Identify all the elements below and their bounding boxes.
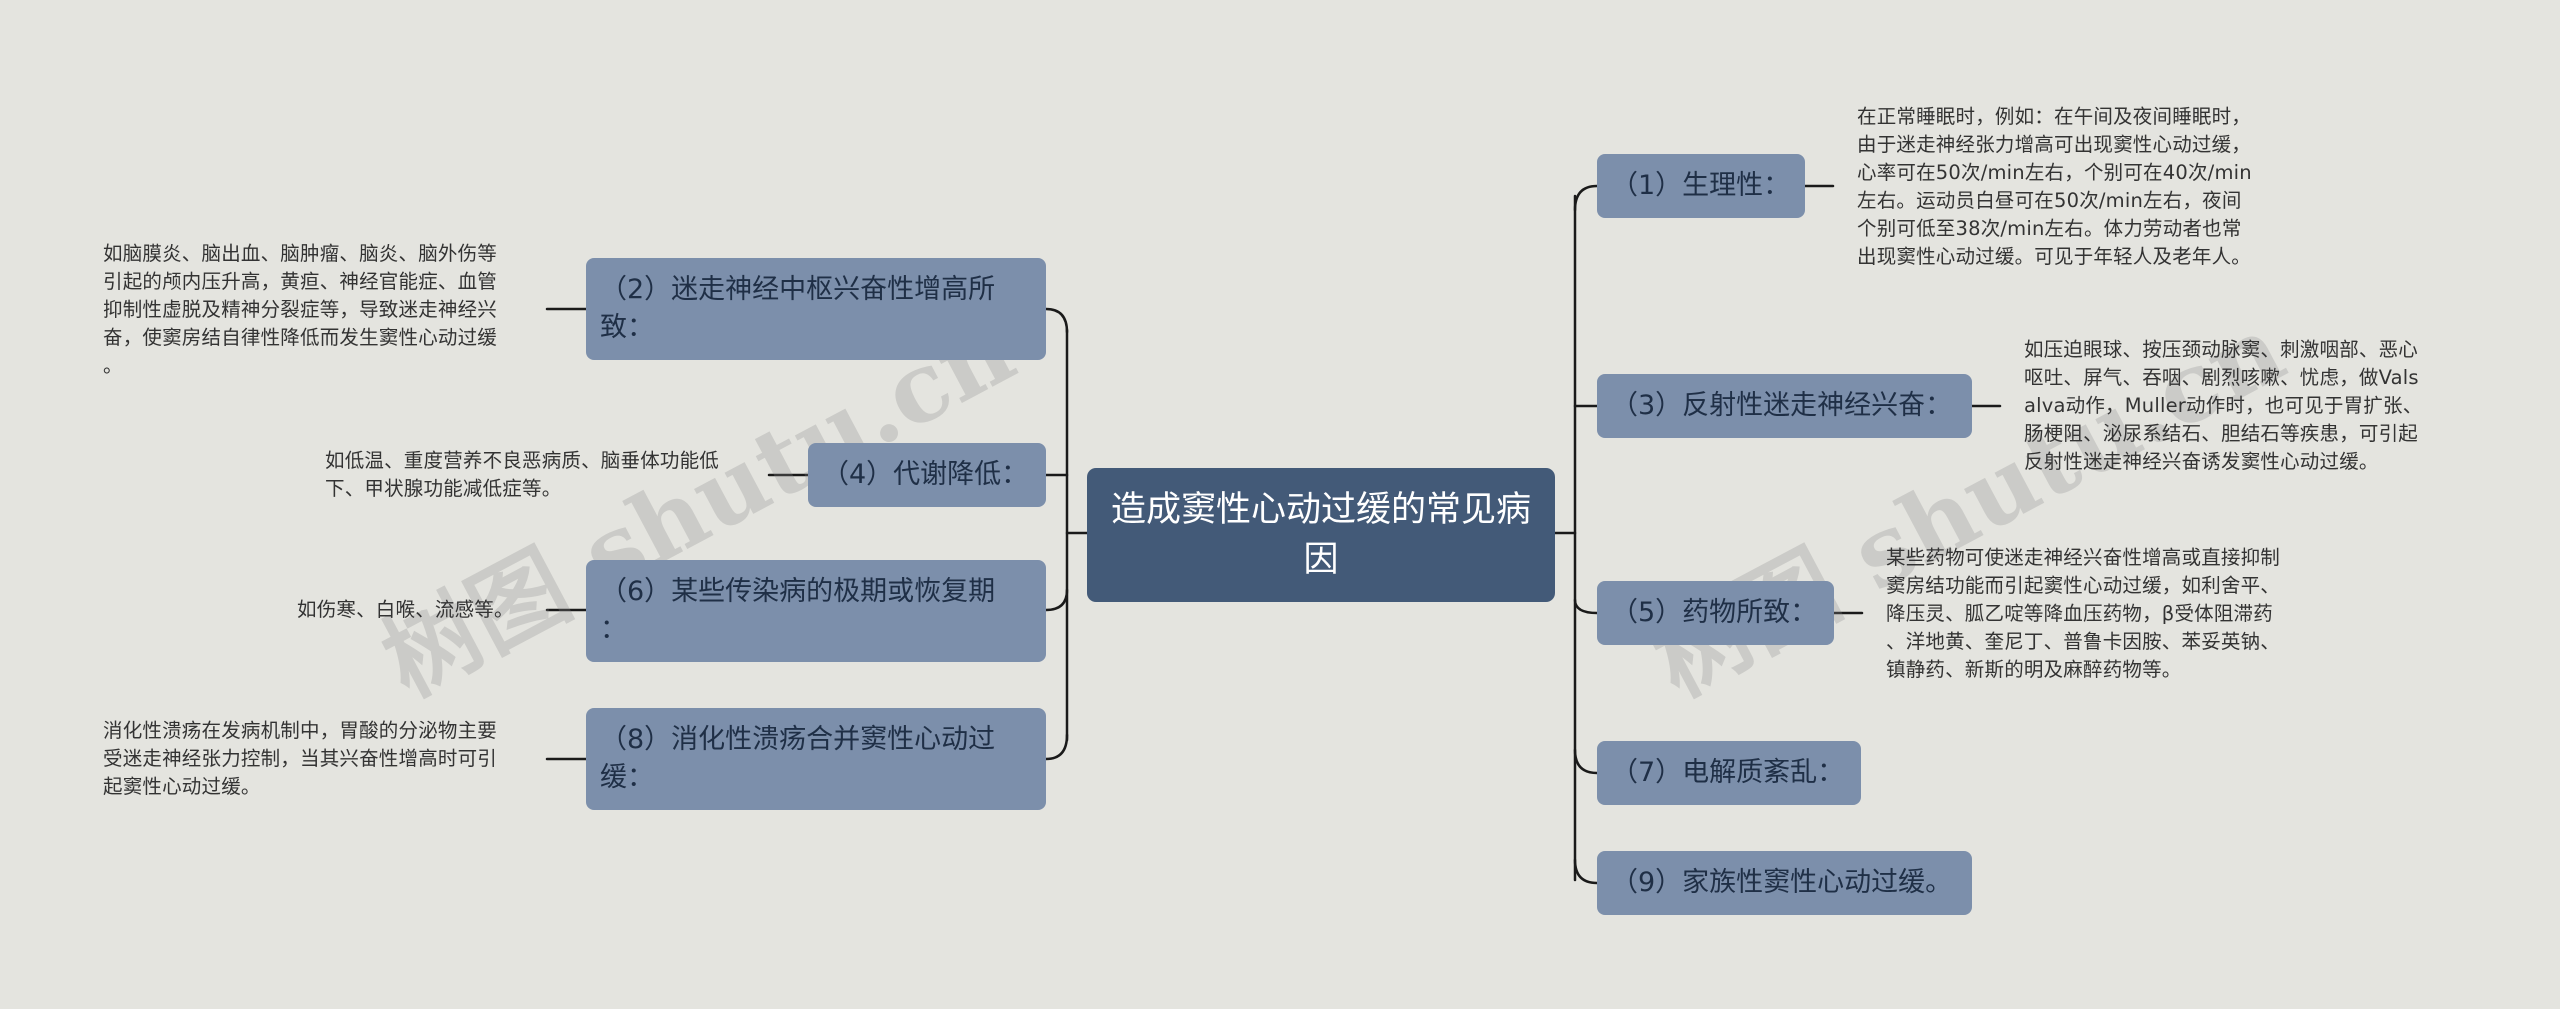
branch-node-2[interactable]: （2）迷走神经中枢兴奋性增高所 致： [586, 258, 1046, 360]
branch-node-label: （7）电解质紊乱： [1611, 757, 1845, 788]
link-left-2 [1044, 307, 1069, 334]
link-right-5 [1573, 598, 1599, 615]
branch-node-3[interactable]: （3）反射性迷走神经兴奋： [1597, 374, 1972, 438]
detail-text-5: 某些药物可使迷走神经兴奋性增高或直接抑制 窦房结功能而引起窦性心动过缓，如利舍平… [1886, 546, 2281, 681]
link-right-1 [1573, 184, 1599, 212]
link-left-8 [1044, 733, 1069, 761]
branch-node-7[interactable]: （7）电解质紊乱： [1597, 741, 1861, 805]
detail-text-1: 在正常睡眠时，例如：在午间及夜间睡眠时， 由于迷走神经张力增高可出现窦性心动过缓… [1857, 105, 2252, 268]
link-left-6 [1044, 588, 1069, 612]
detail-text-2: 如脑膜炎、脑出血、脑肿瘤、脑炎、脑外伤等 引起的颅内压升高，黄疸、神经官能症、血… [103, 242, 498, 377]
detail-text-4: 如低温、重度营养不良恶病质、脑垂体功能低 下、甲状腺功能减低症等。 [325, 449, 720, 500]
branch-node-6[interactable]: （6）某些传染病的极期或恢复期 ： [586, 560, 1046, 662]
link-right-7 [1573, 748, 1599, 775]
branch-node-5[interactable]: （5）药物所致： [1597, 581, 1834, 645]
branch-node-label: （8）消化性溃疡合并窦性心动过 缓： [600, 724, 996, 793]
detail-text-8: 消化性溃疡在发病机制中，胃酸的分泌物主要 受迷走神经张力控制，当其兴奋性增高时可… [103, 719, 498, 798]
branch-node-8[interactable]: （8）消化性溃疡合并窦性心动过 缓： [586, 708, 1046, 810]
branch-node-9[interactable]: （9）家族性窦性心动过缓。 [1597, 851, 1972, 915]
detail-text-3: 如压迫眼球、按压颈动脉窦、刺激咽部、恶心 呕吐、屏气、吞咽、剧烈咳嗽、忧虑，做V… [2024, 338, 2423, 473]
branch-node-label: （5）药物所致： [1611, 597, 1818, 628]
branch-node-4[interactable]: （4）代谢降低： [808, 443, 1046, 507]
detail-text-6: 如伤寒、白喉、流感等。 [297, 598, 514, 621]
branch-node-label: （1）生理性： [1611, 170, 1791, 201]
center-node[interactable]: 造成窦性心动过缓的常见病因 [1087, 468, 1555, 602]
branch-node-label: （4）代谢降低： [822, 459, 1029, 490]
branch-node-label: （3）反射性迷走神经兴奋： [1611, 390, 1953, 421]
link-right-9 [1573, 858, 1599, 885]
branch-node-label: （6）某些传染病的极期或恢复期 ： [600, 576, 996, 645]
branch-node-label: （2）迷走神经中枢兴奋性增高所 致： [600, 274, 996, 343]
branch-node-label: （9）家族性窦性心动过缓。 [1611, 867, 1953, 898]
center-node-label: 造成窦性心动过缓的常见病因 [1110, 490, 1531, 580]
branch-node-1[interactable]: （1）生理性： [1597, 154, 1805, 218]
